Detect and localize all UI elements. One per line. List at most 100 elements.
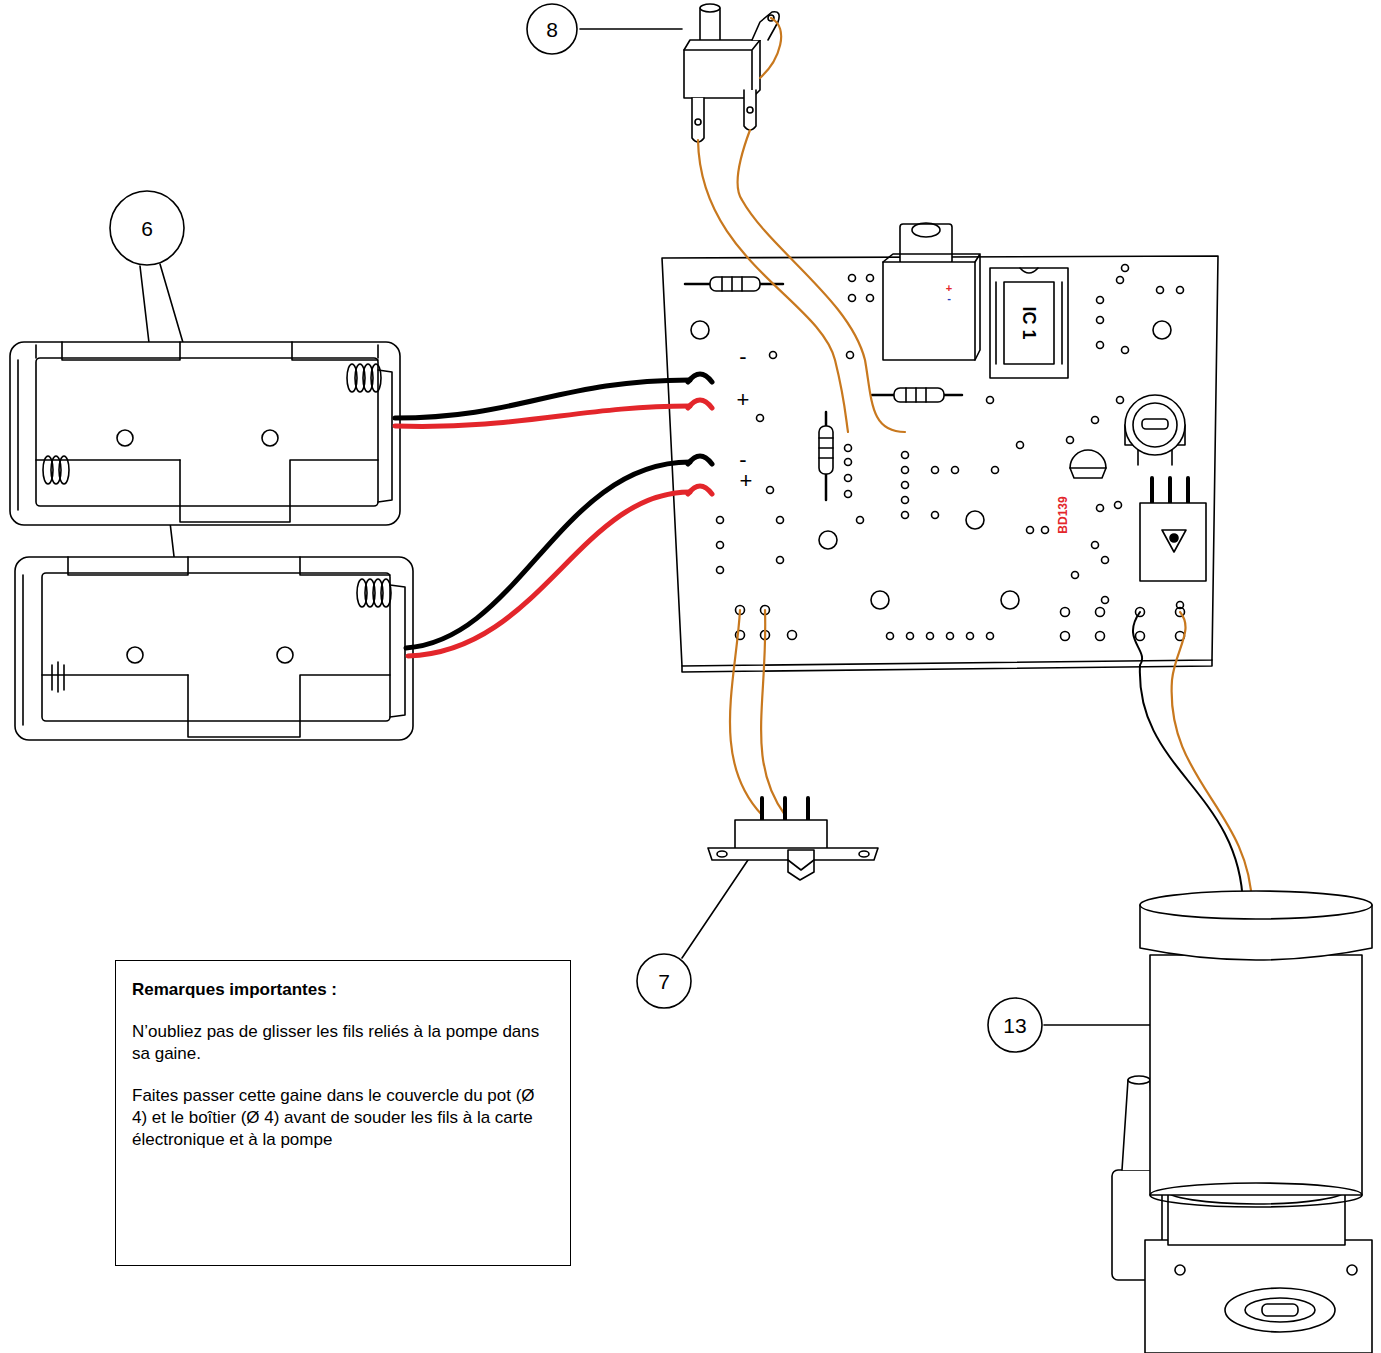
circuit-board-part [819, 426, 833, 474]
circuit-board-part [1061, 608, 1070, 617]
circuit-board-part [952, 467, 959, 474]
circuit-board-part [1170, 534, 1178, 542]
slide-switch-part [788, 860, 814, 870]
circuit-board-part [1070, 468, 1106, 478]
circuit-board-part [1133, 403, 1177, 447]
panel-jack-part [747, 107, 753, 113]
panel-jack-part [700, 4, 720, 12]
circuit-board-part [710, 277, 760, 291]
water-pump-part [1128, 1076, 1150, 1084]
water-pump-part [1150, 1183, 1362, 1207]
polarity-mark: + [740, 470, 753, 492]
circuit-board-part [770, 352, 777, 359]
circuit-board-part [1136, 632, 1145, 641]
circuit-board-part [847, 352, 854, 359]
battery-holder-part [277, 647, 293, 663]
circuit-board-part [1117, 277, 1124, 284]
battery-holder-part [36, 459, 180, 461]
slide-switch-part [762, 798, 808, 822]
circuit-board-part [966, 511, 984, 529]
panel-jack-part [744, 90, 756, 130]
water-pump-part [1150, 955, 1362, 1195]
battery-holder-part [371, 364, 381, 392]
circuit-board-part [1092, 542, 1099, 549]
circuit-board-part [902, 512, 909, 519]
circuit-board-part [845, 491, 852, 498]
callout-number: 8 [526, 3, 578, 55]
callout-circle [637, 954, 691, 1008]
circuit-board-part [1102, 557, 1109, 564]
circuit-board-part [932, 512, 939, 519]
circuit-board-part [857, 517, 864, 524]
circuit-board-part [722, 277, 742, 291]
water-pump-part [1347, 1265, 1357, 1275]
slide-switch-part [859, 851, 869, 857]
callout-number: 6 [109, 190, 185, 266]
circuit-board-part [871, 591, 889, 609]
battery-holder-part [15, 557, 413, 740]
power-jack [883, 223, 980, 360]
battery-holder-part [127, 647, 143, 663]
battery-holder-part [52, 662, 64, 692]
circuit-board-part [691, 321, 709, 339]
battery-wire [395, 380, 690, 656]
battery-holder-part [381, 579, 391, 607]
circuit-board-part [996, 282, 1062, 364]
circuit-board-part [883, 262, 975, 360]
note-text: N’oubliez pas de glisser les fils reliés… [132, 1021, 554, 1065]
battery-wire-part [406, 462, 690, 648]
circuit-board-part [932, 467, 939, 474]
signal-wire [698, 18, 1252, 905]
circuit-board-part [1017, 442, 1024, 449]
circuit-board-part [883, 254, 980, 360]
circuit-board-part [1125, 395, 1185, 455]
battery-spring [43, 364, 381, 484]
panel-jack-part [684, 40, 760, 98]
circuit-board-part [947, 633, 954, 640]
slide-switch-part [788, 850, 814, 880]
circuit-board-part [777, 557, 784, 564]
signal-wire-part [761, 610, 785, 815]
pump-wire-part [1133, 612, 1243, 905]
panel-jack-part [692, 98, 704, 142]
callout-circle [988, 998, 1042, 1052]
circuit-board-part [1140, 503, 1206, 581]
circuit-board-part [1117, 397, 1124, 404]
signal-wire-part [737, 130, 905, 432]
callout-number: 13 [987, 997, 1043, 1053]
signal-wire-part [698, 140, 848, 432]
water-pump-part [1175, 1265, 1185, 1275]
note-heading: Remarques importantes : [132, 979, 554, 1001]
circuit-board-part [849, 275, 856, 282]
ic-socket [990, 268, 1068, 378]
circuit-board-part [902, 452, 909, 459]
circuit-board-part [777, 517, 784, 524]
circuit-board-part [902, 482, 909, 489]
circuit-board-part [788, 631, 797, 640]
battery-holder-part [10, 342, 400, 525]
circuit-board-part [927, 633, 934, 640]
circuit-board-part [990, 268, 1068, 378]
circuit-board-part [845, 459, 852, 466]
signal-wire-part [1172, 612, 1252, 905]
polarity-mark: - [739, 449, 746, 471]
battery-holder-part [62, 342, 378, 360]
panel-jack-part [752, 12, 779, 40]
battery-wire-part [408, 492, 690, 656]
voltage-regulator [1140, 478, 1206, 581]
circuit-board-part [887, 633, 894, 640]
circuit-board-part [717, 517, 724, 524]
battery-holder-part [378, 370, 392, 502]
circuit-board-part [662, 256, 1218, 666]
battery-holder-part [17, 360, 19, 510]
water-pump-part [1262, 1304, 1298, 1316]
circuit-board-part [1102, 597, 1109, 604]
leader-line-part [682, 860, 748, 958]
water-pump-part [1145, 1240, 1372, 1353]
battery-wire-part [395, 380, 690, 418]
circuit-board-part [1092, 417, 1099, 424]
circuit-board-part [1096, 632, 1105, 641]
battery-holder-part [36, 358, 378, 506]
circuit-board-part [1001, 591, 1019, 609]
